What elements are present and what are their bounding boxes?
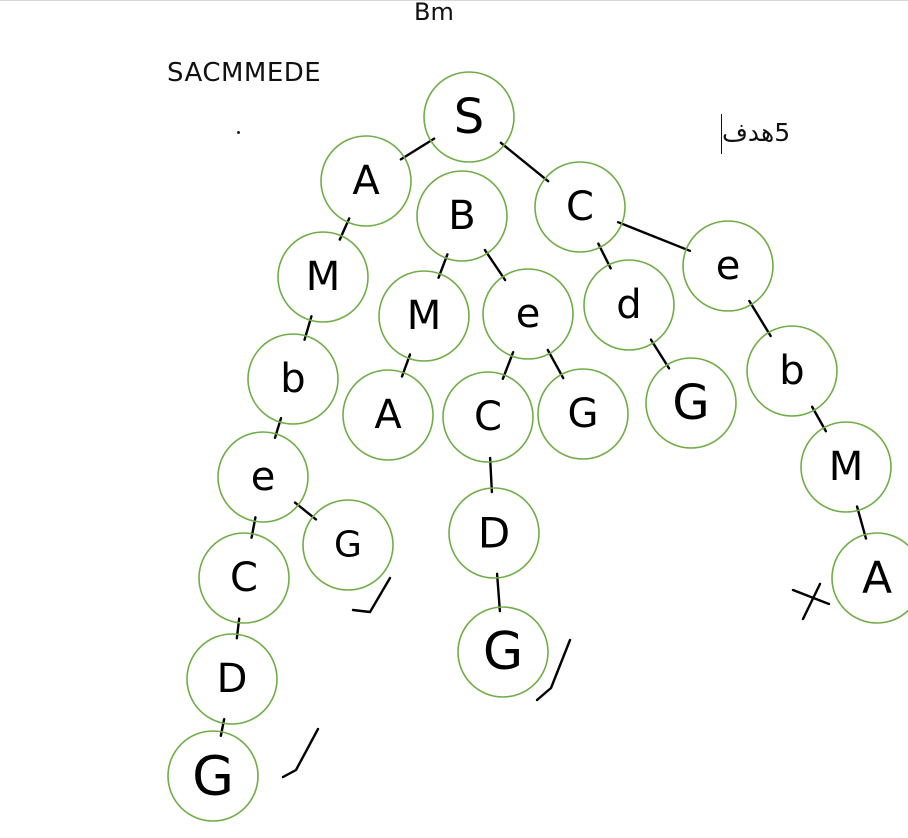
node-label: b [280, 356, 305, 402]
node-circle [423, 71, 515, 163]
node-label: D [478, 509, 510, 558]
tree-node-g-n13: G [537, 368, 629, 460]
tree-node-a-n11: A [342, 369, 434, 461]
node-circle [277, 231, 369, 323]
tree-node-a-n21: A [831, 532, 908, 624]
node-label: C [230, 555, 258, 601]
node-circle [534, 161, 626, 253]
tree-node-m-n6: M [277, 231, 369, 323]
node-circle [198, 532, 290, 624]
tree-node-e-n8: e [482, 268, 574, 360]
page-top-border [0, 0, 908, 1]
node-label: M [306, 254, 341, 300]
tree-node-d-n9: d [583, 259, 675, 351]
node-label: e [516, 291, 541, 337]
node-circle [682, 220, 774, 312]
node-circle [442, 371, 534, 463]
node-label: G [334, 525, 362, 566]
checkmark-icon [535, 638, 572, 702]
tree-node-b-n10: b [247, 333, 339, 425]
node-circle [378, 270, 470, 362]
tree-node-g-n14: G [645, 357, 737, 449]
edge-n1-n4 [499, 141, 550, 183]
node-circle [746, 325, 838, 417]
tree-node-c-n12: C [442, 371, 534, 463]
node-label: A [352, 158, 380, 204]
node-circle [342, 369, 434, 461]
node-label: M [407, 293, 442, 339]
edge-n8-n13 [546, 348, 565, 380]
node-circle [482, 268, 574, 360]
node-circle [537, 368, 629, 460]
node-circle [448, 487, 540, 579]
tree-node-g-n17: G [302, 499, 394, 591]
node-circle [302, 499, 394, 591]
tree-node-b-n3: B [416, 170, 508, 262]
tree-node-m-n19: M [800, 421, 892, 513]
text-cursor [721, 114, 722, 154]
node-label: B [448, 193, 475, 239]
stray-dot [237, 131, 240, 134]
node-label: G [192, 745, 234, 808]
edge-n12-n18 [488, 456, 494, 494]
tree-node-c-n20: C [198, 532, 290, 624]
tree-node-d-n18: D [448, 487, 540, 579]
node-circle [800, 421, 892, 513]
tree-node-a-n2: A [320, 135, 412, 227]
node-label: b [779, 348, 804, 394]
node-circle [583, 259, 675, 351]
edge-n1-n2 [399, 137, 436, 161]
cross-icon [791, 582, 831, 621]
node-label: S [454, 89, 484, 145]
tree-node-b-n15: b [746, 325, 838, 417]
node-circle [247, 333, 339, 425]
edge-n9-n14 [649, 338, 671, 370]
node-circle [416, 170, 508, 262]
tree-node-c-n4: C [534, 161, 626, 253]
node-circle [186, 633, 278, 725]
node-label: A [862, 553, 892, 604]
edge-n4-n5 [616, 220, 692, 253]
node-circle [831, 532, 908, 624]
result-marks [281, 576, 831, 779]
node-label: D [217, 656, 248, 702]
tree-node-e-n5: e [682, 220, 774, 312]
goal-note-text: 5هدف [722, 118, 791, 147]
edge-n3-n8 [483, 248, 507, 282]
node-circle [167, 730, 259, 822]
node-label: M [829, 444, 864, 490]
edge-n18-n22 [495, 572, 502, 613]
tree-node-e-n16: e [217, 431, 309, 523]
node-label: e [716, 243, 741, 289]
checkmark-icon [281, 727, 320, 779]
node-label: G [483, 622, 523, 682]
diagram-title: Bm [414, 0, 454, 26]
checkmark-icon [351, 576, 392, 614]
edge-n20-n23 [235, 617, 241, 640]
edge-n5-n15 [748, 299, 772, 338]
node-circle [457, 606, 549, 698]
tree-node-m-n7: M [378, 270, 470, 362]
node-label: C [474, 394, 502, 440]
node-circle [217, 431, 309, 523]
node-label: A [374, 392, 402, 438]
tree-edges [219, 137, 868, 737]
node-label: G [568, 391, 599, 437]
node-label: C [566, 184, 594, 230]
node-circle [645, 357, 737, 449]
edge-n23-n24 [219, 718, 226, 737]
node-label: G [672, 375, 709, 431]
edge-n19-n21 [855, 505, 868, 540]
node-circle [320, 135, 412, 227]
tree-node-s-n1: S [423, 71, 515, 163]
tree-node-d-n23: D [186, 633, 278, 725]
tree-node-g-n24: G [167, 730, 259, 822]
tree-node-g-n22: G [457, 606, 549, 698]
search-sequence-text: SACMMEDE [167, 58, 322, 88]
node-label: e [251, 454, 276, 500]
node-label: d [616, 282, 641, 328]
